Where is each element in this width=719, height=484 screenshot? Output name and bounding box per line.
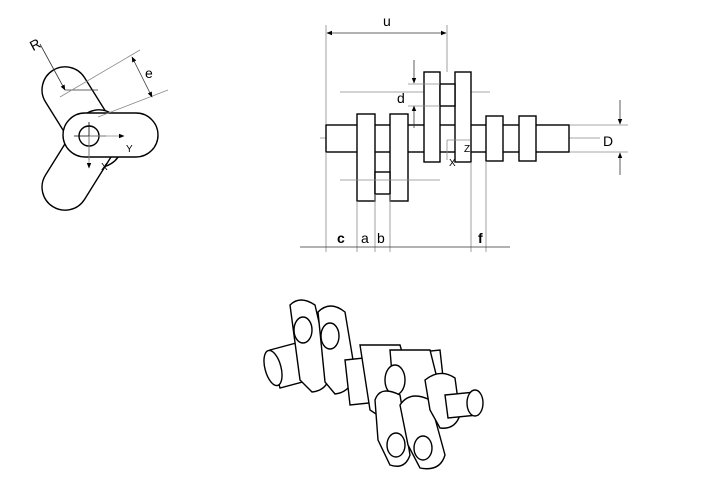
crank-web-4 — [454, 71, 472, 163]
x-axis-label: X — [101, 162, 108, 173]
b-label: b — [377, 230, 385, 246]
f-label: f — [478, 230, 483, 246]
D-label: D — [603, 133, 613, 149]
front-view: Z X u d D c a b f — [300, 13, 628, 252]
c-label: c — [337, 230, 345, 246]
radius-leader — [39, 43, 66, 91]
e-extension-2 — [97, 89, 169, 118]
iso-pin-1 — [293, 316, 313, 344]
crank-web-horizontal — [62, 112, 159, 158]
iso-shaft-right-end — [466, 389, 484, 417]
radius-label: R — [27, 35, 43, 54]
e-label: e — [145, 65, 153, 81]
z-axis-label: Z — [464, 144, 470, 155]
crankpin-lower — [374, 171, 391, 195]
x-axis-label-front: X — [449, 158, 456, 169]
side-view: Y X R e — [27, 35, 169, 211]
iso-pin-4 — [386, 432, 406, 458]
e-dimension-line — [131, 56, 153, 98]
collar-1 — [485, 115, 504, 162]
iso-pin-2 — [320, 322, 340, 350]
crank-web-3 — [423, 71, 441, 163]
crankpin-upper — [439, 83, 456, 107]
d-label: d — [397, 90, 405, 106]
a-label: a — [361, 230, 369, 246]
y-axis-label: Y — [126, 144, 133, 155]
crank-web-1 — [356, 113, 376, 202]
isometric-view — [263, 299, 484, 470]
e-extension-1 — [59, 49, 141, 98]
iso-shaft-left-end — [263, 349, 283, 387]
u-label: u — [383, 13, 391, 29]
crank-web-2 — [389, 113, 409, 202]
iso-pin-5 — [413, 435, 433, 461]
collar-2 — [518, 115, 537, 162]
